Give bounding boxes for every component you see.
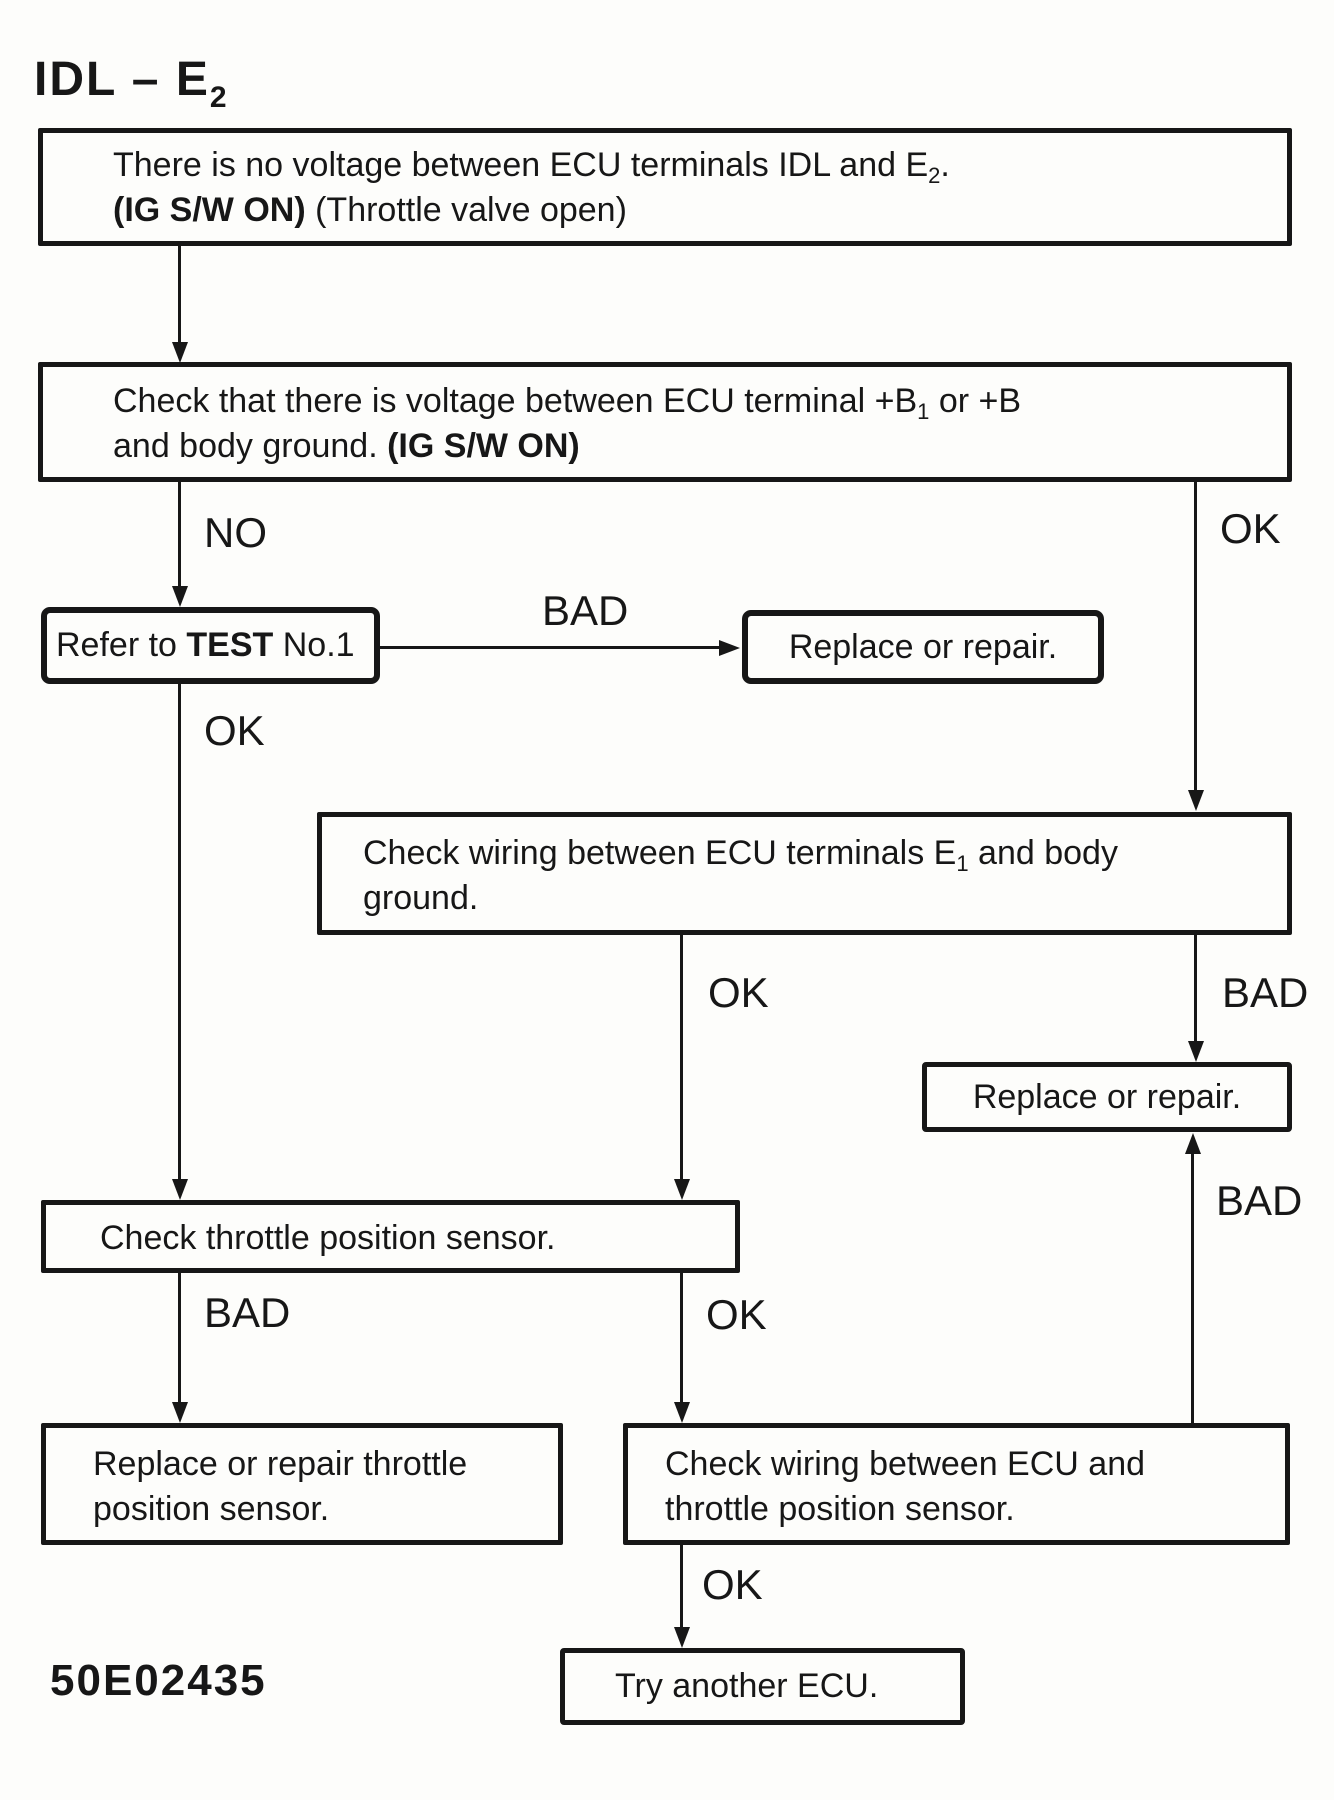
node-try-another-ecu: Try another ECU. — [560, 1648, 965, 1725]
refer-test-post: No.1 — [273, 626, 355, 664]
node-replace-tps-line1: Replace or repair throttle — [93, 1445, 468, 1483]
node-check-tps-text: Check throttle position sensor. — [100, 1219, 556, 1257]
page-title-text: IDL – E — [34, 53, 210, 106]
page-title: IDL – E2 — [34, 52, 229, 113]
connector-refertest-ok — [178, 684, 181, 1181]
subscript: 1 — [956, 851, 969, 876]
connector-tps-ok — [680, 1273, 683, 1403]
arrowhead-start-to-checkb — [172, 342, 188, 363]
refer-test-bold: TEST — [186, 626, 274, 664]
label-ok-refertest: OK — [204, 707, 265, 754]
node-replace-tps-line2: position sensor. — [93, 1490, 330, 1528]
connector-ecutps-ok — [680, 1545, 683, 1628]
node-check-b-line1-tail: or +B — [929, 382, 1022, 420]
arrowhead-e1-bad — [1188, 1041, 1204, 1062]
node-check-b-line1-text: Check that there is voltage between ECU … — [113, 382, 918, 420]
label-bad-e1: BAD — [1222, 969, 1309, 1016]
figure-code: 50E02435 — [50, 1656, 267, 1705]
connector-checkb-no — [178, 482, 181, 588]
refer-test-pre: Refer to — [56, 626, 187, 664]
label-ok-right: OK — [1220, 505, 1281, 552]
node-check-b-line1: Check that there is voltage between ECU … — [113, 379, 1287, 424]
page-title-subscript: 2 — [209, 81, 229, 114]
node-replace-right-text: Replace or repair. — [972, 1077, 1242, 1116]
node-check-b-line2-bold: (IG S/W ON) — [387, 427, 580, 465]
connector-e1-ok — [680, 935, 683, 1181]
arrowhead-refertest-ok — [172, 1179, 188, 1200]
connector-refertest-bad — [380, 646, 722, 649]
node-start-line1-text: There is no voltage between ECU terminal… — [113, 146, 929, 184]
label-ok-tps: OK — [706, 1291, 767, 1338]
node-start-line1-tail: . — [940, 146, 950, 184]
subscript: 1 — [917, 399, 930, 424]
connector-e1-bad — [1194, 935, 1197, 1043]
node-start-line2-rest: (Throttle valve open) — [305, 191, 627, 229]
arrowhead-refertest-bad — [719, 640, 740, 656]
node-ecu-tps-line2: throttle position sensor. — [665, 1490, 1015, 1528]
node-check-ecu-tps-wiring: Check wiring between ECU and throttle po… — [623, 1423, 1290, 1545]
node-refer-test-text: Refer to TEST No.1 — [56, 623, 355, 668]
node-check-b-line2: and body ground. (IG S/W ON) — [113, 424, 1287, 469]
arrowhead-checkb-ok — [1188, 790, 1204, 811]
node-replace-tps: Replace or repair throttle position sens… — [41, 1423, 563, 1545]
label-ok-e1: OK — [708, 969, 769, 1016]
node-check-e1-line1-tail: and body — [968, 834, 1118, 872]
node-check-e1-line2: ground. — [363, 879, 479, 917]
node-check-b-voltage: Check that there is voltage between ECU … — [38, 362, 1292, 482]
arrowhead-tps-ok — [674, 1402, 690, 1423]
node-start: There is no voltage between ECU terminal… — [38, 128, 1292, 246]
arrowhead-ecutps-ok — [674, 1627, 690, 1648]
arrowhead-ecutps-bad — [1185, 1133, 1201, 1154]
node-replace-or-repair-right: Replace or repair. — [922, 1062, 1292, 1132]
connector-start-to-checkb — [178, 246, 181, 344]
node-check-e1-line1: Check wiring between ECU terminals E1 an… — [363, 831, 1287, 876]
node-try-ecu-text: Try another ECU. — [615, 1667, 879, 1705]
arrowhead-tps-bad — [172, 1402, 188, 1423]
label-ok-ecutps: OK — [702, 1561, 763, 1608]
arrowhead-checkb-no — [172, 586, 188, 607]
node-replace-top-text: Replace or repair. — [788, 627, 1058, 666]
connector-checkb-ok — [1194, 482, 1197, 792]
label-no: NO — [204, 509, 267, 556]
node-start-line2-bold: (IG S/W ON) — [113, 191, 306, 229]
node-start-line2: (IG S/W ON) (Throttle valve open) — [113, 188, 1287, 233]
label-bad-refertest: BAD — [542, 587, 629, 634]
node-refer-test-no1: Refer to TEST No.1 — [41, 607, 380, 684]
node-check-b-line2-rest: and body ground. — [113, 427, 388, 465]
node-ecu-tps-line1: Check wiring between ECU and — [665, 1445, 1146, 1483]
node-start-line1: There is no voltage between ECU terminal… — [113, 143, 1287, 188]
label-bad-tps: BAD — [204, 1289, 291, 1336]
label-bad-ecutps: BAD — [1216, 1177, 1303, 1224]
node-replace-or-repair-top: Replace or repair. — [742, 610, 1104, 684]
node-check-e1-line1-text: Check wiring between ECU terminals E — [363, 834, 957, 872]
arrowhead-e1-ok — [674, 1179, 690, 1200]
node-check-tps: Check throttle position sensor. — [41, 1200, 740, 1273]
subscript: 2 — [928, 163, 941, 188]
connector-tps-bad — [178, 1273, 181, 1403]
node-check-e1-wiring: Check wiring between ECU terminals E1 an… — [317, 812, 1292, 935]
connector-ecutps-bad — [1191, 1152, 1194, 1423]
